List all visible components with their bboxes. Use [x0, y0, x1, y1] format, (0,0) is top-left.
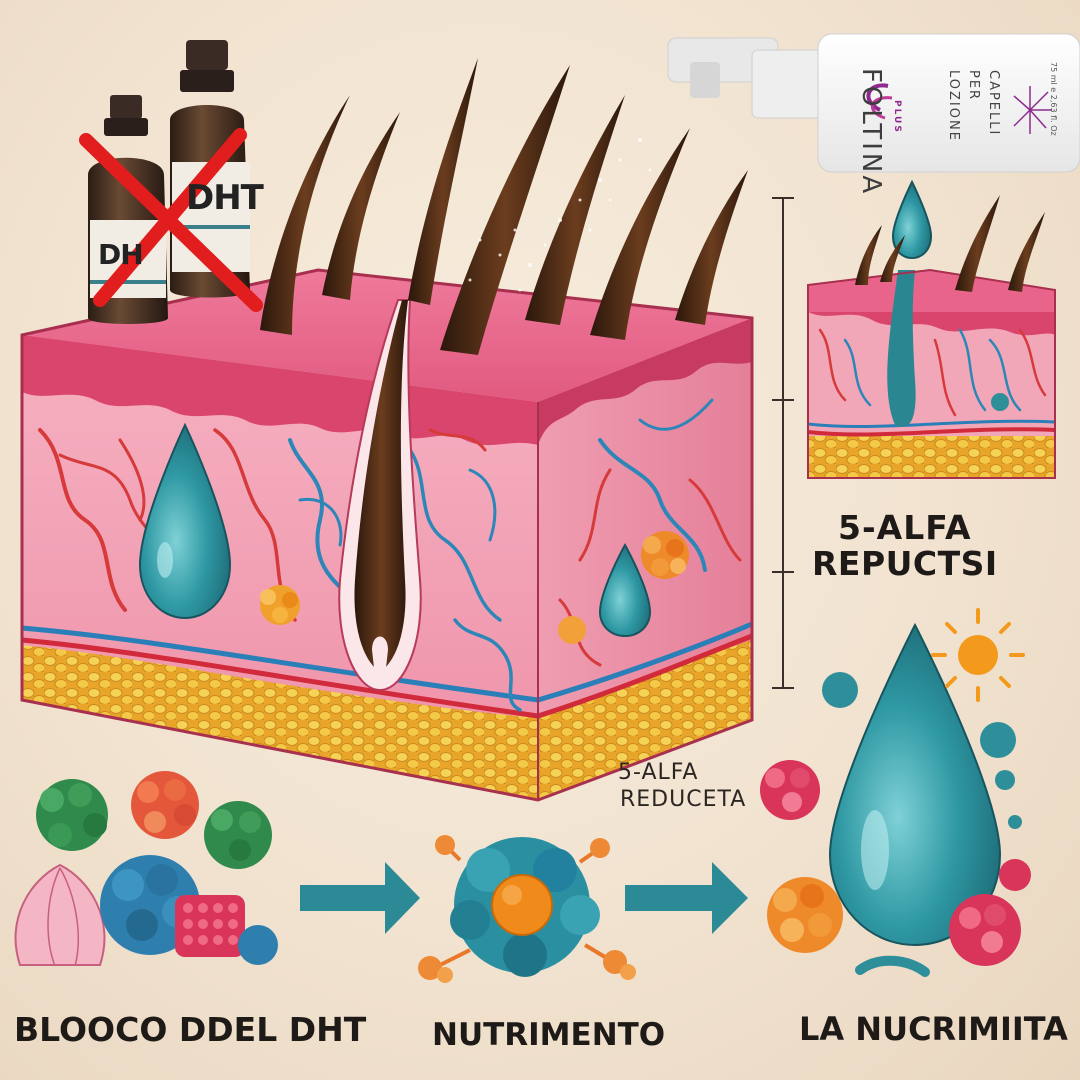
step3-droplet-group	[760, 622, 1031, 977]
enzyme-small-label-line1: 5-ALFA	[618, 760, 699, 785]
spray-mist	[468, 138, 652, 292]
product-brand: FOLTINA	[856, 68, 886, 197]
bottle-label-back: DHT	[186, 178, 264, 218]
spray-bottle	[667, 33, 1080, 173]
product-name-line2: PER	[966, 70, 981, 102]
step3-label: LA NUCRIMIITA	[799, 1010, 1068, 1048]
enzyme-label-line2: REPUCTSI	[812, 544, 998, 583]
dimension-line	[772, 197, 794, 689]
step2-label: NUTRIMENTO	[432, 1017, 666, 1053]
sun-icon	[931, 608, 1025, 702]
droplet-icon	[598, 542, 652, 638]
hair-follicle	[338, 299, 422, 692]
step2-nutrient-molecule	[418, 835, 636, 983]
hair-strands	[260, 58, 748, 355]
arrow-icon	[625, 862, 748, 934]
bottle-label-front: DH	[98, 238, 144, 271]
cell-cluster-skin	[260, 531, 689, 644]
step1-label: BLOOCO DDEL DHT	[14, 1010, 367, 1049]
product-volume: 75 ml e 2,63 fl. Oz	[1049, 62, 1058, 136]
arrow-icon	[300, 862, 420, 934]
blood-vessels	[38, 398, 742, 712]
step1-molecules	[14, 771, 278, 967]
product-brand-sub: PLUS	[892, 100, 902, 134]
product-name-line1: LOZIONE	[946, 70, 961, 142]
product-name-line3: CAPELLI	[986, 70, 1001, 137]
skin-block-small	[807, 268, 1056, 479]
enzyme-label-line1: 5-ALFA	[838, 508, 972, 547]
hair-strands-small	[855, 195, 1045, 292]
blocked-cross-icon	[79, 128, 263, 312]
enzyme-small-label-line2: REDUCETA	[620, 787, 747, 812]
